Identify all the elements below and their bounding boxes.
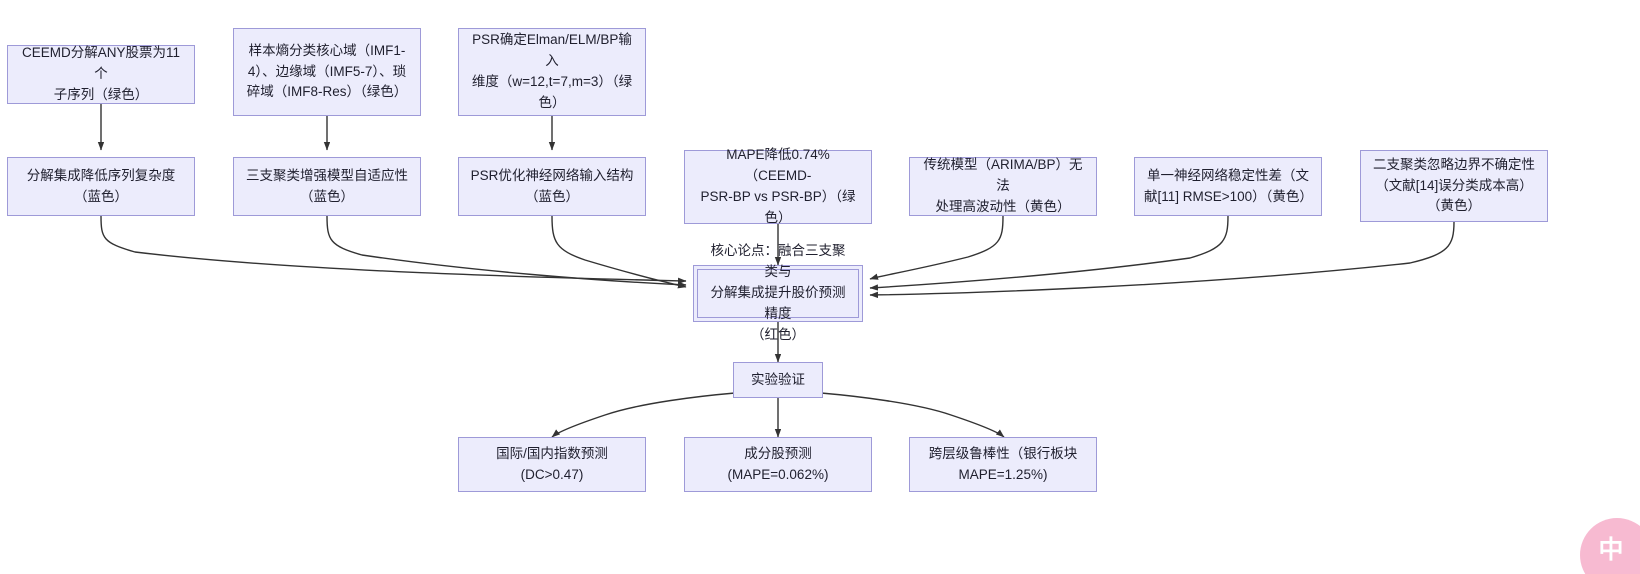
node-label: 核心论点：融合三支聚类与 分解集成提升股价预测精度 （红色）	[710, 243, 846, 342]
node-two-way-clustering-limitation[interactable]: 二支聚类忽略边界不确定性 （文献[14]误分类成本高） （黄色）	[1360, 150, 1548, 222]
watermark-text: 中	[1598, 536, 1624, 564]
node-result-index-forecast[interactable]: 国际/国内指数预测 (DC>0.47)	[458, 437, 646, 492]
node-mape-improvement[interactable]: MAPE降低0.74%（CEEMD- PSR-BP vs PSR-BP）（绿 色…	[684, 147, 872, 225]
edge-n8-core	[869, 215, 1004, 280]
node-core-thesis[interactable]: 核心论点：融合三支聚类与 分解集成提升股价预测精度 （红色）	[693, 243, 863, 342]
node-experimental-validation[interactable]: 实验验证	[733, 362, 823, 398]
node-label: 传统模型（ARIMA/BP）无法 处理高波动性（黄色）	[923, 157, 1083, 214]
edge-n5-core	[326, 215, 687, 288]
node-result-cross-level-robustness[interactable]: 跨层级鲁棒性（银行板块 MAPE=1.25%)	[909, 437, 1097, 492]
core-inner-border: 核心论点：融合三支聚类与 分解集成提升股价预测精度 （红色）	[697, 243, 859, 342]
edge-n9-core	[869, 215, 1229, 291]
node-traditional-model-limitation[interactable]: 传统模型（ARIMA/BP）无法 处理高波动性（黄色）	[909, 157, 1097, 216]
node-single-network-instability[interactable]: 单一神经网络稳定性差（文 献[11] RMSE>100）（黄色）	[1134, 157, 1322, 216]
edge-n4-core	[100, 215, 687, 285]
node-label: 二支聚类忽略边界不确定性 （文献[14]误分类成本高） （黄色）	[1373, 156, 1535, 214]
node-psr-input-dimension[interactable]: PSR确定Elman/ELM/BP输入 维度（w=12,t=7,m=3）（绿 色…	[458, 28, 646, 116]
node-decomposition-reduces-complexity[interactable]: 分解集成降低序列复杂度 （蓝色）	[7, 157, 195, 216]
node-psr-optimizes-network[interactable]: PSR优化神经网络输入结构 （蓝色）	[458, 157, 646, 216]
node-label: PSR确定Elman/ELM/BP输入 维度（w=12,t=7,m=3）（绿 色…	[471, 32, 633, 110]
node-label: 跨层级鲁棒性（银行板块 MAPE=1.25%)	[928, 445, 1078, 482]
node-label: MAPE降低0.74%（CEEMD- PSR-BP vs PSR-BP）（绿 色…	[700, 147, 856, 225]
node-label: 分解集成降低序列复杂度 （蓝色）	[26, 167, 176, 204]
edge-exp-r3	[820, 392, 1005, 438]
node-sample-entropy-classify[interactable]: 样本熵分类核心域（IMF1- 4）、边缘域（IMF5-7）、琐 碎域（IMF8-…	[233, 28, 421, 116]
node-ceemd-decompose[interactable]: CEEMD分解ANY股票为11个 子序列（绿色）	[7, 45, 195, 104]
node-label: 样本熵分类核心域（IMF1- 4）、边缘域（IMF5-7）、琐 碎域（IMF8-…	[246, 42, 408, 100]
edge-exp-r1	[551, 392, 736, 438]
node-label: 实验验证	[751, 371, 805, 387]
node-label: PSR优化神经网络输入结构 （蓝色）	[470, 167, 634, 204]
node-label: 单一神经网络稳定性差（文 献[11] RMSE>100）（黄色）	[1144, 167, 1313, 204]
node-label: 国际/国内指数预测 (DC>0.47)	[496, 445, 608, 482]
watermark-badge: 中	[1580, 518, 1640, 574]
node-label: CEEMD分解ANY股票为11个 子序列（绿色）	[21, 45, 181, 102]
node-result-constituent-stock[interactable]: 成分股预测 (MAPE=0.062%)	[684, 437, 872, 492]
node-label: 三支聚类增强模型自适应性 （蓝色）	[246, 167, 408, 204]
edge-n10-core	[869, 221, 1455, 299]
node-label: 成分股预测 (MAPE=0.062%)	[727, 445, 829, 482]
edge-n6-core	[551, 215, 687, 289]
node-three-way-clustering-adaptivity[interactable]: 三支聚类增强模型自适应性 （蓝色）	[233, 157, 421, 216]
